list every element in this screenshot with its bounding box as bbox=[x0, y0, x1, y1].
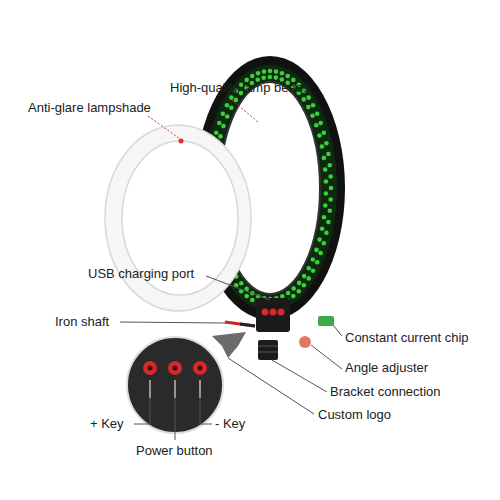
lamp-bead bbox=[324, 141, 329, 146]
lamp-bead bbox=[328, 209, 333, 214]
lamp-bead bbox=[323, 167, 328, 172]
lamp-bead bbox=[218, 134, 223, 139]
lamp-bead bbox=[301, 97, 306, 102]
lamp-bead bbox=[274, 75, 279, 80]
red-button bbox=[278, 309, 285, 316]
lamp-bead bbox=[322, 215, 327, 220]
part-label: Custom logo bbox=[318, 407, 391, 423]
lamp-bead bbox=[291, 286, 296, 291]
lamp-bead bbox=[306, 95, 311, 100]
lamp-bead bbox=[297, 281, 302, 286]
lamp-bead bbox=[324, 231, 329, 236]
lamp-bead bbox=[268, 69, 273, 74]
part-label: Anti-glare lampshade bbox=[28, 100, 151, 116]
lamp-bead bbox=[306, 266, 311, 271]
lamp-bead bbox=[244, 294, 249, 299]
lamp-bead bbox=[329, 186, 334, 191]
lamp-bead bbox=[291, 294, 296, 299]
lamp-bead bbox=[315, 112, 320, 117]
lamp-bead bbox=[322, 241, 327, 246]
chip bbox=[318, 316, 334, 326]
part-label: - Key bbox=[215, 416, 245, 432]
red-button bbox=[262, 309, 269, 316]
lamp-bead bbox=[261, 75, 266, 80]
lamp-bead bbox=[310, 114, 315, 119]
lamp-bead bbox=[268, 75, 273, 80]
angle-knob bbox=[299, 336, 311, 348]
lamp-bead bbox=[306, 276, 311, 281]
lamp-bead bbox=[285, 74, 290, 79]
lamp-bead bbox=[234, 98, 239, 103]
lamp-bead bbox=[280, 71, 285, 76]
lamp-bead bbox=[324, 179, 329, 184]
lamp-bead bbox=[328, 163, 333, 168]
lamp-bead bbox=[324, 191, 329, 196]
ring-base bbox=[256, 298, 290, 332]
lamp-bead bbox=[302, 283, 307, 288]
lampshade bbox=[105, 125, 251, 311]
lamp-bead bbox=[280, 294, 285, 299]
lamp-bead bbox=[225, 103, 230, 108]
lamp-bead bbox=[320, 144, 325, 149]
lamp-bead bbox=[217, 121, 222, 126]
lamp-bead bbox=[225, 114, 230, 119]
iron-shaft bbox=[225, 322, 255, 326]
lamp-bead bbox=[315, 260, 320, 265]
lamp-bead bbox=[221, 124, 226, 129]
lamp-bead bbox=[320, 226, 325, 231]
lamp-bead bbox=[250, 298, 255, 303]
lamp-bead bbox=[274, 69, 279, 74]
part-label: Iron shaft bbox=[55, 314, 109, 330]
lamp-bead bbox=[314, 123, 319, 128]
part-label: Bracket connection bbox=[330, 384, 441, 400]
lamp-bead bbox=[286, 291, 291, 296]
part-label: Constant current chip bbox=[345, 330, 469, 346]
lamp-bead bbox=[328, 197, 333, 202]
lamp-bead bbox=[314, 248, 319, 253]
lamp-bead bbox=[311, 103, 316, 108]
lamp-bead bbox=[326, 220, 331, 225]
lamp-bead bbox=[311, 257, 316, 262]
lamp-bead bbox=[323, 203, 328, 208]
part-label: USB charging port bbox=[88, 266, 194, 282]
lamp-bead bbox=[262, 69, 267, 74]
lamp-bead bbox=[221, 112, 226, 117]
lamp-bead bbox=[318, 251, 323, 256]
lamp-bead bbox=[297, 289, 302, 294]
lamp-bead bbox=[322, 156, 327, 161]
lamp-bead bbox=[317, 133, 322, 138]
part-label: High-quality lamp beads bbox=[170, 80, 309, 96]
part-label: Angle adjuster bbox=[345, 360, 428, 376]
lamp-bead bbox=[317, 237, 322, 242]
red-button bbox=[270, 309, 277, 316]
lamp-bead bbox=[229, 105, 234, 110]
part-label: + Key bbox=[90, 416, 124, 432]
bracket bbox=[258, 340, 278, 360]
lamp-bead bbox=[311, 268, 316, 273]
lamp-bead bbox=[306, 105, 311, 110]
lamp-bead bbox=[229, 95, 234, 100]
lamp-bead bbox=[328, 174, 333, 179]
logo-plate bbox=[212, 332, 246, 358]
marker-dot bbox=[179, 139, 184, 144]
lamp-bead bbox=[250, 74, 255, 79]
lamp-bead bbox=[256, 71, 261, 76]
part-label: Power button bbox=[136, 443, 213, 459]
lamp-bead bbox=[318, 121, 323, 126]
lamp-bead bbox=[239, 281, 244, 286]
lamp-bead bbox=[302, 274, 307, 279]
lamp-bead bbox=[322, 131, 327, 136]
lamp-bead bbox=[326, 152, 331, 157]
lamp-bead bbox=[214, 131, 219, 136]
